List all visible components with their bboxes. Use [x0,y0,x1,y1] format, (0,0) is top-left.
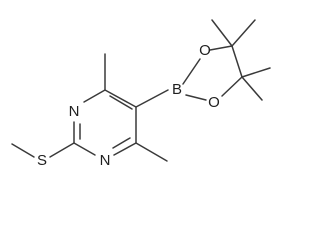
bond-c6-n1 [113,142,137,156]
sulfur-label: S [37,152,47,169]
bond-methyl-4 [241,76,263,101]
bond-methyl-2 [231,19,256,47]
bond-c5-boron [135,89,169,108]
bond-oxygen-lower-boron [185,94,207,101]
bond-c4-c5-double [109,95,133,110]
bond-c4-c5 [104,89,137,108]
bond-carbon-carbon [231,45,243,78]
dioxaborolane-ring [182,19,271,101]
nitrogen-upper-label: N [69,103,80,120]
bond-methyl-3 [241,67,271,78]
boron-label: B [172,81,182,98]
substituents [11,53,169,162]
bond-n3-c4 [83,89,106,103]
bond-c2-sulfur [49,142,75,158]
bond-oxygen-upper-carbon [209,45,233,51]
bond-sulfur-methyl [11,143,35,158]
atom-labels: N N S B O O [37,42,220,169]
bond-n1-c2 [73,142,96,156]
chemical-structure-diagram: N N S B O O [11,19,271,169]
oxygen-lower-label: O [208,94,220,111]
nitrogen-lower-label: N [100,152,111,169]
bond-carbon-oxygen-lower [221,76,243,97]
pyrimidine-ring [73,89,137,156]
bond-methyl-1 [211,19,233,47]
bond-c6-methyl [135,142,168,162]
bond-boron-oxygen-upper [182,58,201,85]
oxygen-upper-label: O [199,42,211,59]
bond-c6-n1-double [112,137,131,149]
